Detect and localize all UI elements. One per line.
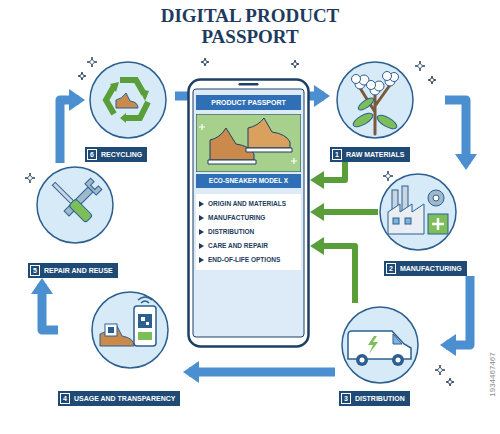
flow-arrow	[42, 284, 58, 330]
callout-number: 3	[341, 393, 351, 404]
bullet-triangle	[199, 243, 204, 249]
stage-illustration	[335, 60, 415, 140]
stage-node: 1 RAW MATERIALS	[330, 56, 445, 162]
stage-illustration	[340, 305, 420, 385]
watermark-number: 1934467467	[488, 345, 497, 405]
list-row: MANUFACTURING	[199, 211, 298, 225]
stage-node: 5 REPAIR AND REUSE	[28, 163, 132, 278]
flow-arrow	[316, 209, 378, 215]
stage-name: MANUFACTURING	[400, 264, 462, 273]
diagram-title: DIGITAL PRODUCT PASSPORT	[150, 5, 350, 47]
passport-heading: PRODUCT PASSPORT	[196, 95, 301, 110]
callout-number: 6	[87, 149, 97, 160]
stage-label: 5 REPAIR AND REUSE	[28, 263, 118, 278]
list-row: DISTRIBUTION	[199, 225, 298, 239]
stage-illustration	[378, 172, 458, 252]
stage-illustration	[88, 60, 168, 140]
stage-label: 6 RECYCLING	[85, 147, 147, 162]
flow-arrow	[189, 368, 335, 377]
list-item: CARE AND REPAIR	[208, 242, 268, 250]
list-row: CARE AND REPAIR	[199, 239, 298, 253]
list-item: MANUFACTURING	[208, 214, 265, 222]
product-passport-phone: PRODUCT PASSPORT ECO-SNEAKER MODEL X ORIGI…	[187, 78, 310, 348]
flow-arrow	[446, 276, 470, 345]
sparkle-group	[25, 57, 454, 386]
stage-label: 4 USAGE AND TRANSPARENCY	[58, 391, 180, 406]
stage-node: 3 DISTRIBUTION	[335, 303, 440, 406]
stage-illustration	[90, 290, 170, 370]
list-row: ORIGIN AND MATERIALS	[199, 197, 298, 211]
stage-label: 1 RAW MATERIALS	[330, 147, 410, 162]
bullet-triangle	[199, 257, 204, 263]
stage-name: RECYCLING	[101, 150, 142, 159]
flow-arrow	[445, 100, 466, 164]
list-row: END-OF-LIFE OPTIONS	[199, 253, 298, 267]
list-item: END-OF-LIFE OPTIONS	[208, 256, 280, 264]
stage-node: 4 USAGE AND TRANSPARENCY	[58, 288, 183, 406]
stage-label: 2 MANUFACTURING	[384, 261, 467, 276]
stage-node: 6 RECYCLING	[85, 56, 175, 162]
flow-arrow	[316, 246, 355, 303]
passport-list: ORIGIN AND MATERIALS MANUFACTURING DISTRIB…	[196, 194, 301, 270]
sneaker-illustration	[196, 114, 301, 172]
stage-name: REPAIR AND REUSE	[44, 266, 113, 275]
bullet-triangle	[199, 215, 204, 221]
stage-illustration	[35, 165, 115, 245]
flow-arrow	[316, 162, 345, 180]
bullet-triangle	[199, 229, 204, 235]
stage-label: 3 DISTRIBUTION	[339, 391, 410, 406]
callout-number: 5	[30, 265, 40, 276]
phone-screen: PRODUCT PASSPORT ECO-SNEAKER MODEL X ORIGI…	[187, 78, 310, 270]
stage-node: 2 MANUFACTURING	[378, 170, 485, 276]
callout-number: 4	[60, 393, 70, 404]
list-item: DISTRIBUTION	[208, 228, 254, 236]
product-name: ECO-SNEAKER MODEL X	[196, 174, 301, 188]
callout-number: 2	[386, 263, 396, 274]
stage-name: DISTRIBUTION	[355, 394, 405, 403]
flow-arrow	[60, 100, 79, 163]
callout-number: 1	[332, 149, 342, 160]
list-item: ORIGIN AND MATERIALS	[208, 200, 286, 208]
stage-name: RAW MATERIALS	[346, 150, 405, 159]
sneaker-picture	[196, 114, 301, 172]
stage-name: USAGE AND TRANSPARENCY	[74, 394, 176, 403]
bullet-triangle	[199, 201, 204, 207]
